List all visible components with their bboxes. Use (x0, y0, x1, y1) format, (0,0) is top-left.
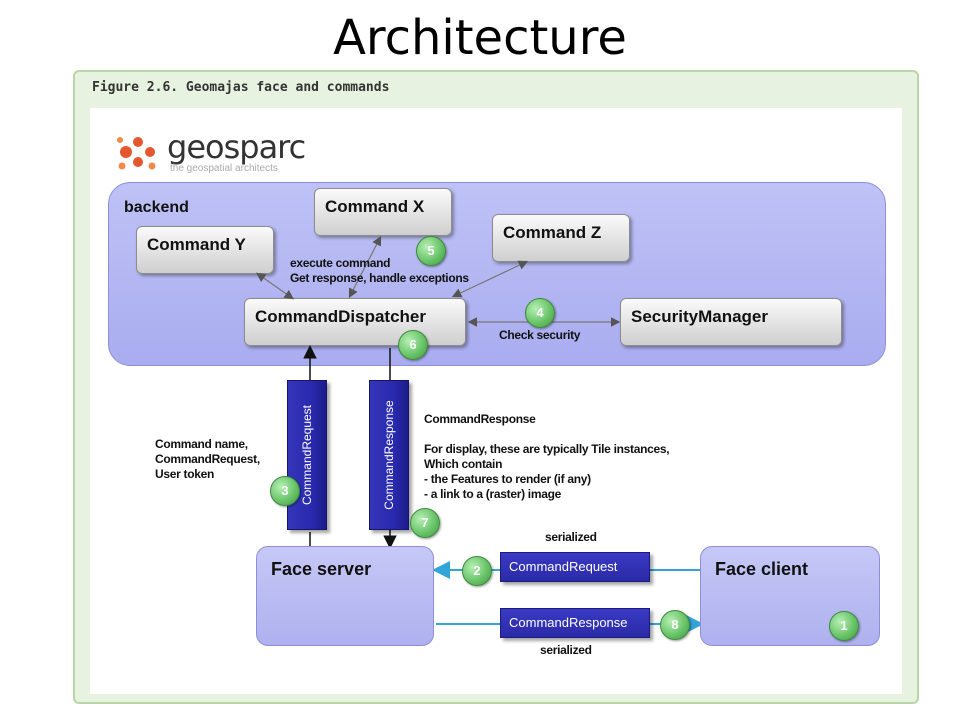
command-x-box: Command X (314, 188, 452, 236)
serialized-top-label: serialized (545, 530, 597, 544)
step-badge-5: 5 (416, 236, 446, 266)
check-security-note: Check security (499, 328, 581, 342)
execute-command-note: execute command Get response, handle exc… (290, 256, 469, 285)
step-badge-4: 4 (525, 298, 555, 328)
geosparc-logo-icon (117, 137, 156, 170)
command-request-note: Command name, CommandRequest, User token (155, 437, 260, 481)
command-response-bar: CommandResponse (369, 380, 409, 530)
slide-title: Architecture (333, 10, 627, 66)
command-request-bar: CommandRequest (287, 380, 327, 530)
backend-label: backend (124, 199, 189, 216)
security-manager-box: SecurityManager (620, 298, 842, 346)
command-request-message: CommandRequest (500, 552, 650, 582)
command-dispatcher-box: CommandDispatcher (244, 298, 466, 346)
command-y-box: Command Y (136, 226, 274, 274)
figure-caption: Figure 2.6. Geomajas face and commands (92, 80, 390, 95)
command-response-message: CommandResponse (500, 608, 650, 638)
logo-wordmark: geosparc (167, 128, 306, 166)
step-badge-8: 8 (660, 610, 690, 640)
step-badge-2: 2 (462, 556, 492, 586)
step-badge-6: 6 (398, 330, 428, 360)
step-badge-1: 1 (829, 611, 859, 641)
step-badge-3: 3 (270, 476, 300, 506)
face-server-box: Face server (256, 546, 434, 646)
serialized-bottom-label: serialized (540, 643, 592, 657)
command-response-note: CommandResponse For display, these are t… (424, 412, 670, 501)
logo-tagline: the geospatial architects (170, 163, 278, 174)
command-z-box: Command Z (492, 214, 630, 262)
step-badge-7: 7 (410, 508, 440, 538)
